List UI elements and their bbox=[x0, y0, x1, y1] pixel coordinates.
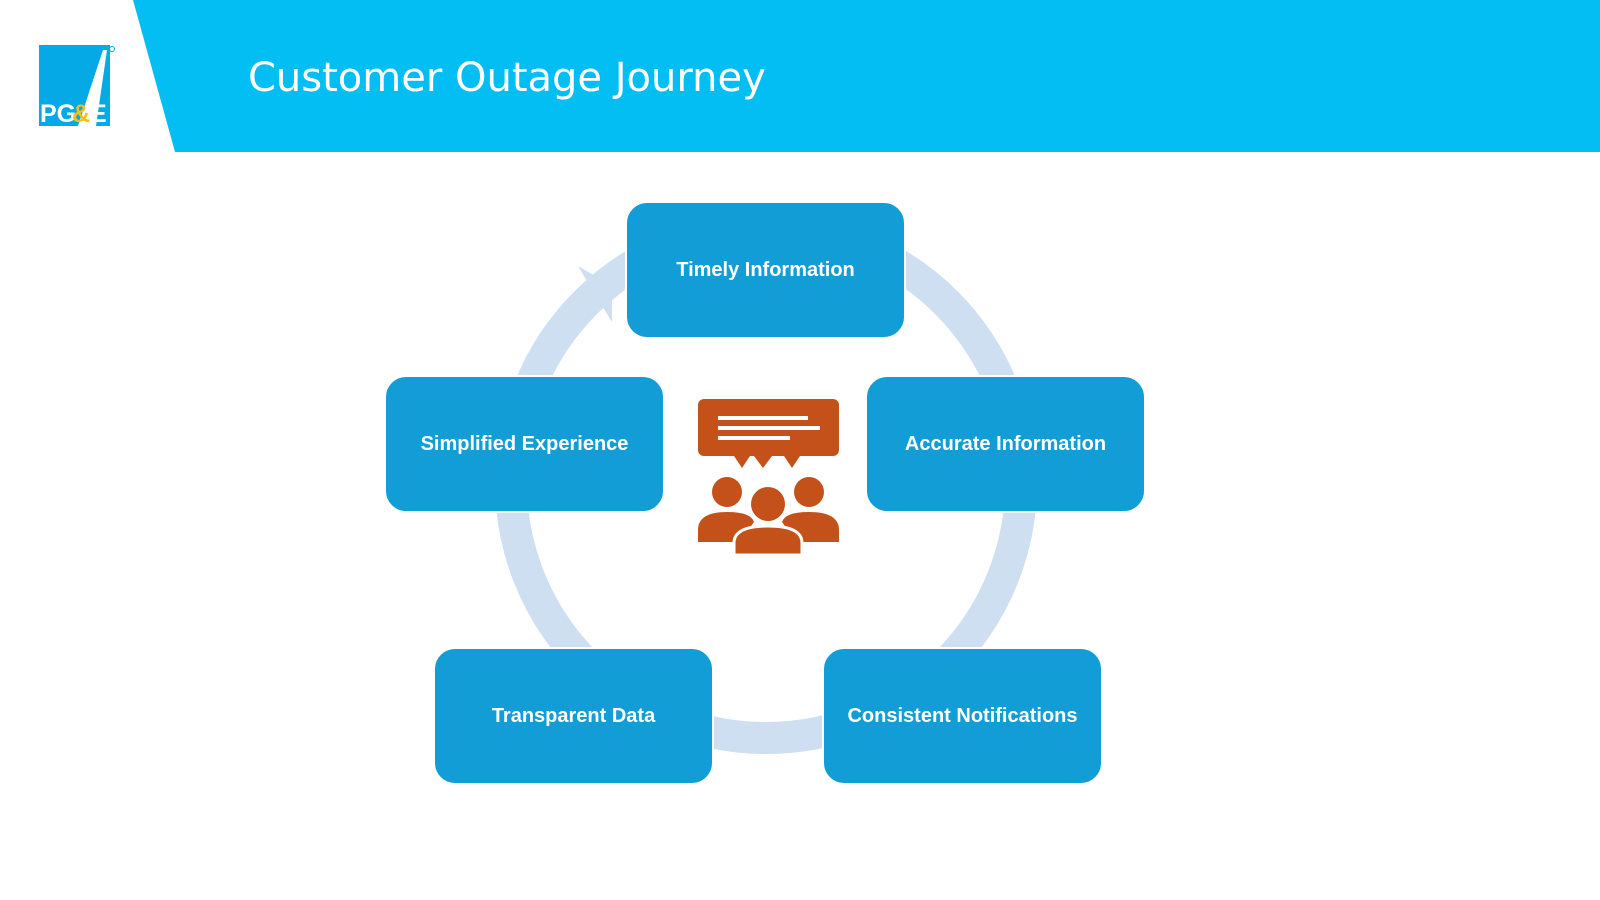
step-label: Transparent Data bbox=[491, 704, 656, 727]
step-simplified-experience[interactable]: Simplified Experience bbox=[384, 375, 665, 513]
pge-logo: PG & E bbox=[38, 44, 118, 128]
step-label: Consistent Notifications bbox=[847, 704, 1078, 727]
step-label: Timely Information bbox=[676, 258, 855, 281]
svg-text:PG: PG bbox=[40, 100, 76, 128]
step-transparent-data[interactable]: Transparent Data bbox=[433, 647, 714, 785]
step-label: Simplified Experience bbox=[420, 432, 629, 455]
cycle-arrowhead bbox=[578, 266, 612, 322]
header-band bbox=[0, 0, 1600, 152]
step-timely-information[interactable]: Timely Information bbox=[625, 201, 906, 339]
svg-text:&: & bbox=[72, 100, 90, 128]
group-discussion-icon bbox=[696, 398, 841, 557]
svg-text:E: E bbox=[90, 100, 107, 128]
step-accurate-information[interactable]: Accurate Information bbox=[865, 375, 1146, 513]
page-title: Customer Outage Journey bbox=[248, 55, 766, 101]
pge-logo-icon: PG & E bbox=[39, 45, 115, 128]
step-label: Accurate Information bbox=[904, 432, 1107, 455]
step-consistent-notifications[interactable]: Consistent Notifications bbox=[822, 647, 1103, 785]
